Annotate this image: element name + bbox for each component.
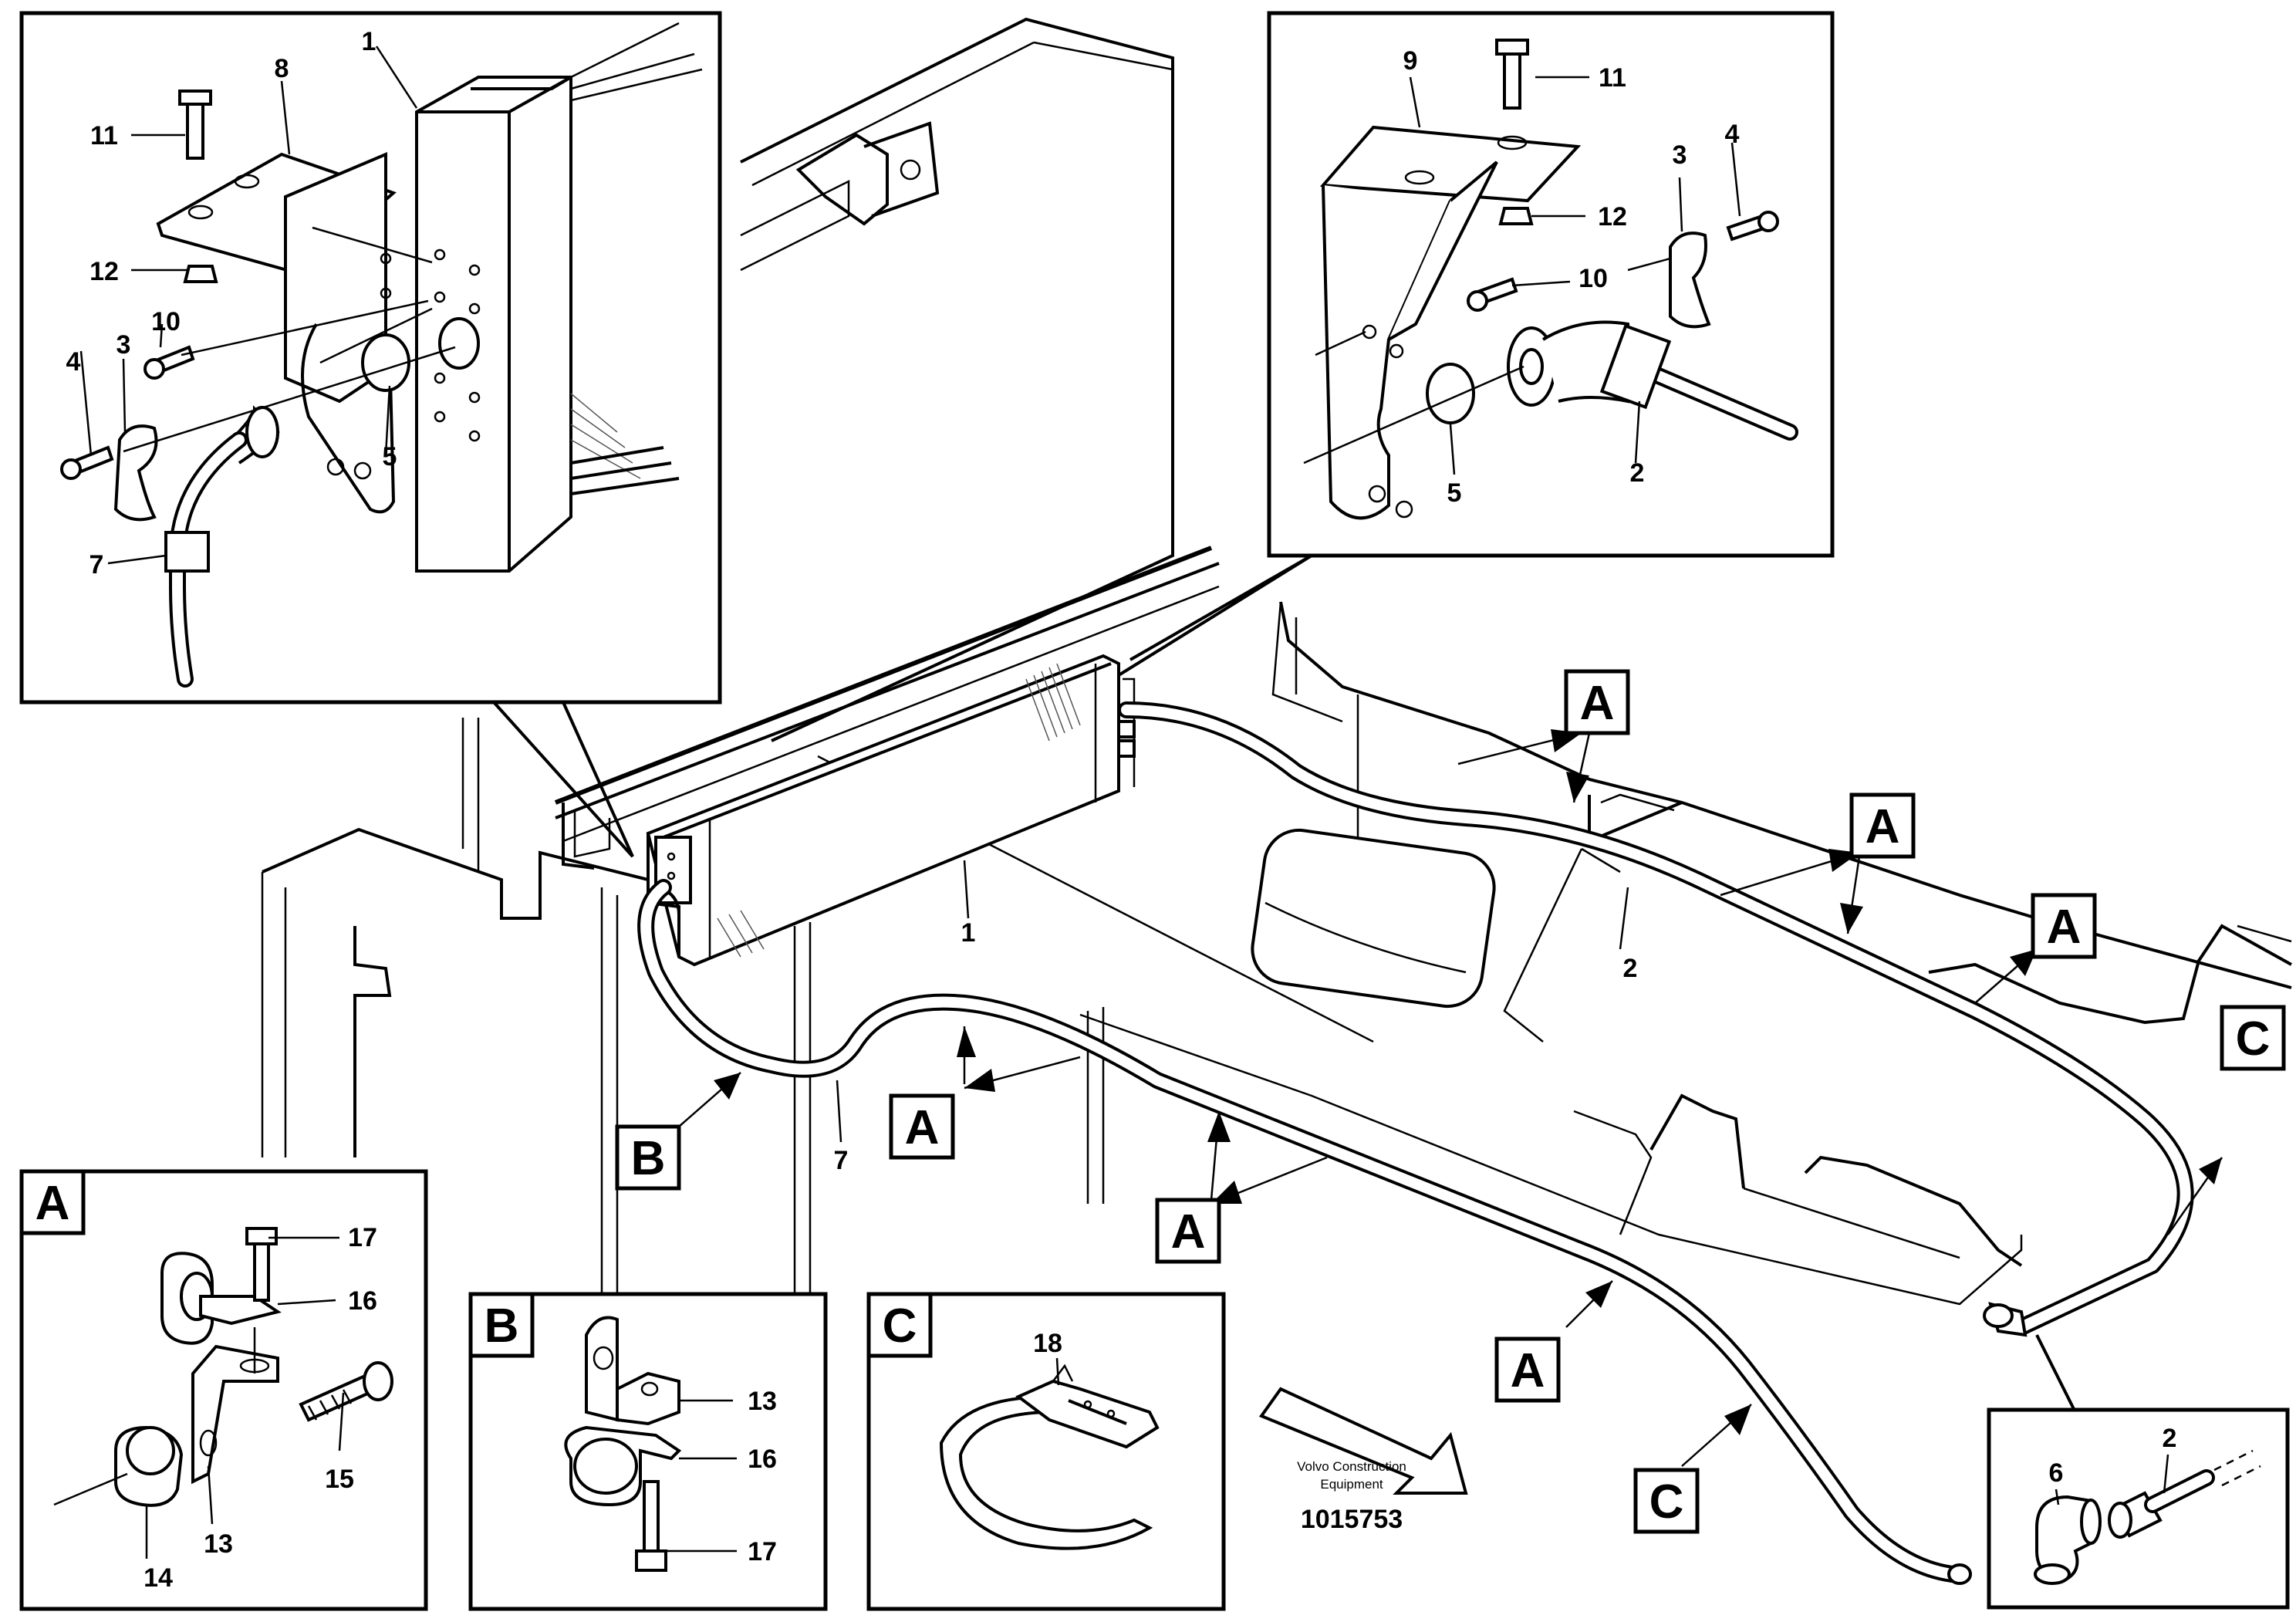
reference-boxes: [615, 669, 2286, 1534]
callout-14: 14: [144, 1563, 173, 1593]
callout-4: 4: [66, 347, 81, 377]
callout-5: 5: [383, 442, 397, 471]
callout-4: 4: [1725, 120, 1740, 149]
callout-16: 16: [348, 1286, 377, 1316]
callout-3: 3: [116, 330, 131, 360]
direction-arrow: [1258, 1387, 1468, 1495]
detail-a-title: A: [35, 1177, 70, 1230]
hose-7: [637, 879, 1960, 1583]
callout-1: 1: [362, 27, 376, 56]
callout-11: 11: [90, 121, 118, 150]
callout-12: 12: [89, 257, 119, 286]
callout-12: 12: [1598, 202, 1627, 231]
ref-a-label: A: [1511, 1344, 1545, 1397]
ref-a-label: A: [2047, 901, 2082, 954]
callout-17: 17: [748, 1537, 777, 1566]
callout-5: 5: [1447, 478, 1462, 508]
detail-c: [866, 1292, 1226, 1611]
callout-18: 18: [1033, 1329, 1062, 1358]
callout-2: 2: [2163, 1424, 2177, 1453]
callout-10: 10: [1578, 264, 1608, 293]
manufacturer-label: Volvo Construction: [1297, 1459, 1406, 1474]
ref-b-label: B: [631, 1132, 666, 1185]
callout-13: 13: [204, 1529, 233, 1559]
ref-a-label: A: [1171, 1205, 1206, 1259]
callout-2: 2: [1623, 954, 1638, 983]
callout-1: 1: [961, 918, 976, 948]
document-number: 1015753: [1301, 1505, 1403, 1534]
detail-cooler-inlet: [19, 11, 722, 858]
callout-9: 9: [1403, 46, 1418, 76]
callout-8: 8: [275, 54, 289, 83]
callout-7: 7: [834, 1146, 849, 1175]
elbow-fitting: [1947, 1302, 2028, 1585]
hose-2: [1118, 701, 2194, 1336]
detail-b: [468, 1292, 828, 1611]
detail-a: [19, 1169, 428, 1611]
manufacturer-label: Equipment: [1320, 1477, 1383, 1492]
oil-cooler: [646, 654, 1136, 967]
ref-c-label: C: [1649, 1475, 1684, 1529]
ref-a-label: A: [1866, 800, 1900, 853]
callout-13: 13: [748, 1387, 777, 1416]
ref-a-label: A: [1580, 677, 1615, 730]
callout-16: 16: [748, 1445, 777, 1474]
machine-frame: [261, 17, 2292, 1312]
detail-elbow: [1987, 1334, 2290, 1610]
ref-a-label: A: [905, 1101, 940, 1154]
callout-11: 11: [1599, 63, 1626, 93]
callout-17: 17: [348, 1223, 377, 1252]
detail-b-title: B: [485, 1299, 519, 1353]
callout-15: 15: [325, 1465, 354, 1494]
callout-2: 2: [1630, 458, 1645, 488]
detail-c-title: C: [883, 1299, 917, 1353]
callout-3: 3: [1673, 140, 1687, 170]
callout-6: 6: [2049, 1458, 2064, 1488]
callout-7: 7: [89, 550, 104, 580]
callout-10: 10: [151, 307, 181, 336]
ref-c-label: C: [2236, 1012, 2271, 1066]
detail-cooler-outlet: [1117, 11, 1835, 677]
